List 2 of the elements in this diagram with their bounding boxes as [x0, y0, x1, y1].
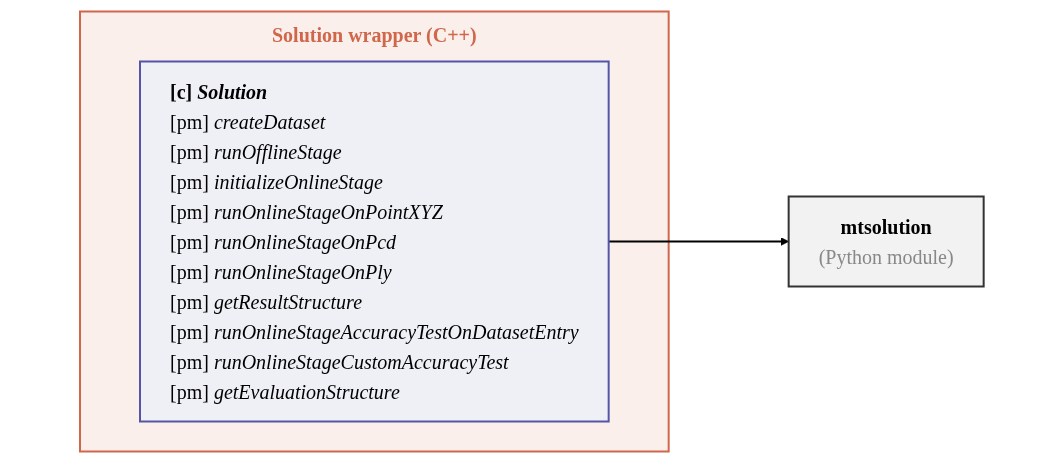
node-box: [c] Solution [pm] createDataset [pm] runOfflineStage [pm] initializeOnlineStage [pm] runOnlineStageOnPointXYZ [pm] runOnlineStageOnPcd [pm] runOnlineStageOnPly [pm] getResultStructure [pm] runOnlineStageAccuracyTestOnDatasetEntry [pm] runOnlineStageCustomAccuracyTest [pm] getEvaluationStructure [138, 60, 610, 423]
node-box: mtsolution (Python module) [787, 195, 985, 288]
